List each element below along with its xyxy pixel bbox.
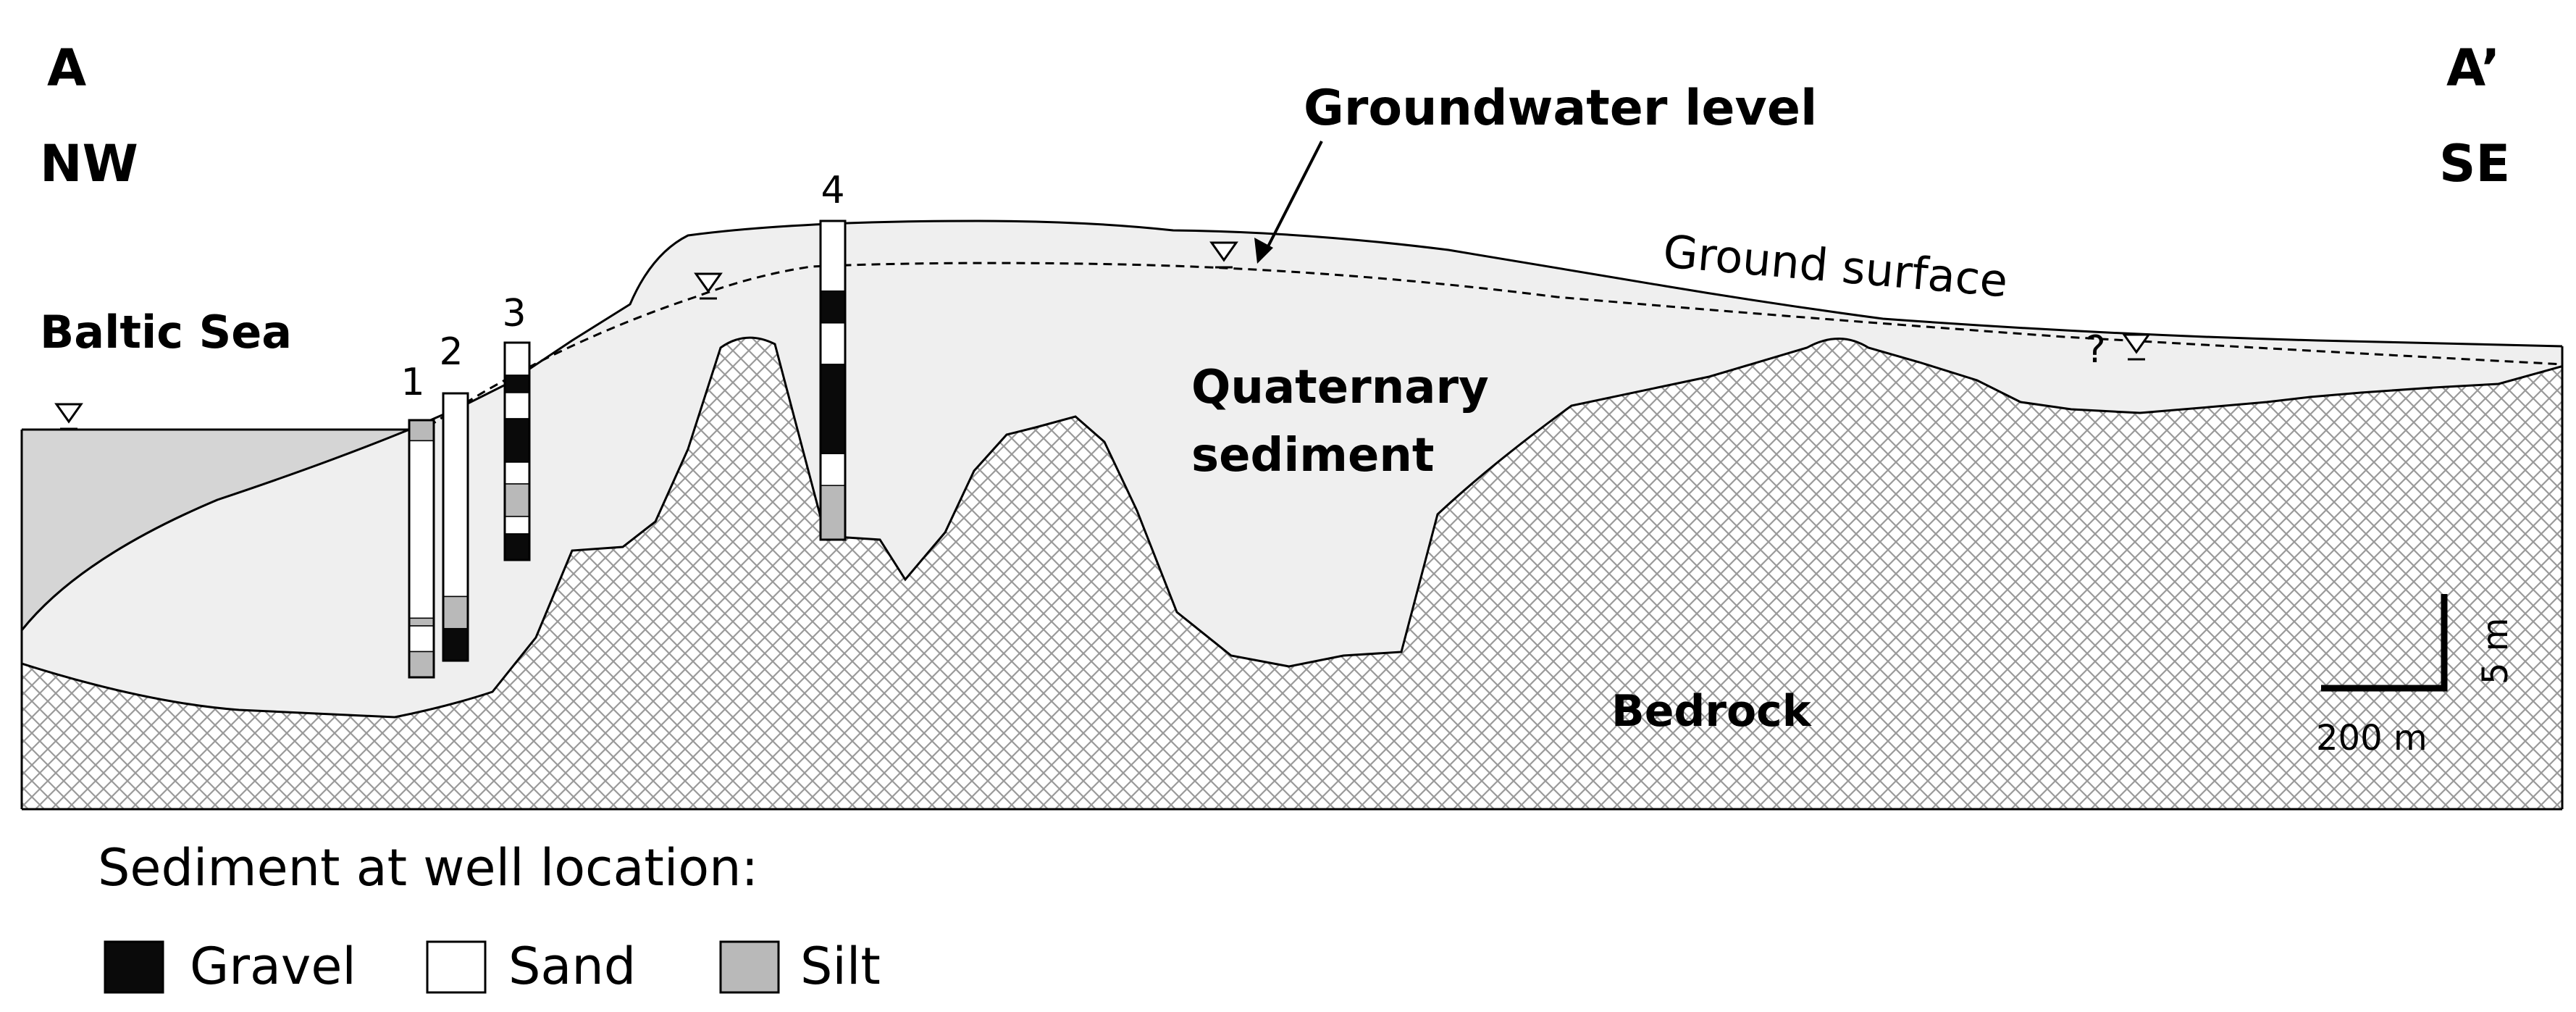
well-1-layer-silt xyxy=(408,617,435,627)
legend-label-gravel: Gravel xyxy=(190,937,356,996)
quaternary-sediment-region xyxy=(22,219,2562,719)
well-2: 2 xyxy=(439,330,469,662)
corner-right-letter: A’ xyxy=(2446,38,2500,98)
well-1-layer-silt xyxy=(408,651,435,678)
well-2-layer-gravel xyxy=(442,627,469,661)
well-1: 1 xyxy=(400,361,435,679)
well-1-layer-sand xyxy=(408,625,435,653)
well-2-outline xyxy=(442,392,469,662)
well-3-layer-sand xyxy=(504,461,530,485)
question-mark-label: ? xyxy=(2086,328,2106,372)
well-3-layer-gravel xyxy=(504,375,530,393)
well-3-layer-sand xyxy=(504,516,530,535)
well-3: 3 xyxy=(502,292,531,561)
groundwater-marker-east xyxy=(2122,333,2151,361)
well-1-outline xyxy=(408,419,435,679)
baltic-sea-label: Baltic Sea xyxy=(40,306,292,359)
groundwater-marker-sea xyxy=(54,403,83,430)
well-3-layer-silt xyxy=(504,483,530,517)
well-4: 4 xyxy=(819,169,847,541)
groundwater-arrow-head xyxy=(1254,238,1273,264)
scale-bar xyxy=(2321,594,2448,692)
well-4-layer-gravel xyxy=(820,364,846,454)
well-1-layer-silt xyxy=(408,419,435,442)
legend-title: Sediment at well location: xyxy=(98,838,758,898)
groundwater-level-label: Groundwater level xyxy=(1304,80,1817,137)
quaternary-label: Quaternary xyxy=(1191,361,1489,414)
well-2-label: 2 xyxy=(439,330,463,374)
well-2-layer-sand xyxy=(442,393,469,598)
corner-left-direction: NW xyxy=(40,134,138,193)
groundwater-marker-slope xyxy=(694,272,723,300)
legend-label-sand: Sand xyxy=(508,937,636,996)
well-4-layer-sand xyxy=(820,453,846,486)
legend-swatch-sand xyxy=(426,940,487,994)
corner-right-direction: SE xyxy=(2439,134,2510,193)
well-4-layer-sand xyxy=(820,322,846,365)
sediment-label: sediment xyxy=(1191,429,1435,482)
well-4-layer-sand xyxy=(820,220,846,292)
well-4-layer-silt xyxy=(820,485,846,540)
well-4-outline xyxy=(819,219,847,541)
well-3-layer-sand xyxy=(504,342,530,376)
groundwater-marker-plateau xyxy=(1209,241,1238,269)
groundwater-arrow-shaft xyxy=(1263,141,1323,254)
well-1-layer-sand xyxy=(408,440,435,619)
legend-label-silt: Silt xyxy=(800,937,881,996)
well-3-outline xyxy=(503,341,531,561)
legend-swatch-gravel xyxy=(104,940,164,994)
well-3-layer-gravel xyxy=(504,418,530,463)
well-4-label: 4 xyxy=(821,169,844,212)
bedrock-label: Bedrock xyxy=(1611,686,1813,737)
wells-layer: 123 4 xyxy=(400,169,847,679)
well-3-layer-sand xyxy=(504,392,530,419)
well-4-layer-gravel xyxy=(820,290,846,324)
legend-swatch-silt xyxy=(719,940,780,994)
baltic-sea-water xyxy=(22,428,410,632)
scale-horizontal-label: 200 m xyxy=(2316,718,2428,758)
scale-vertical-label: 5 m xyxy=(2475,617,2516,685)
well-2-layer-silt xyxy=(442,595,469,630)
well-1-label: 1 xyxy=(400,361,424,404)
bedrock-region xyxy=(22,338,2562,809)
well-3-layer-gravel xyxy=(504,533,530,561)
well-3-label: 3 xyxy=(502,292,526,335)
corner-left-letter: A xyxy=(47,38,86,98)
